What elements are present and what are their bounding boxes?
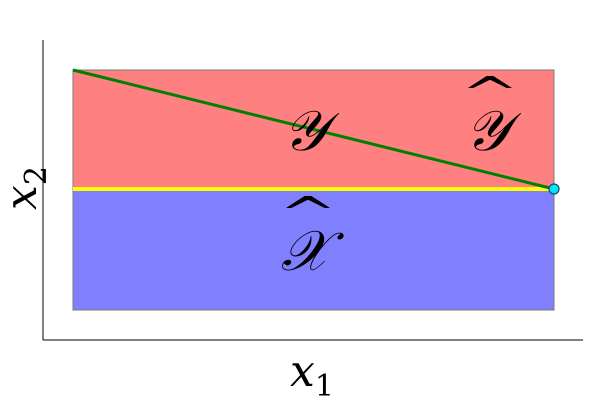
y-axis-label: x2: [0, 166, 54, 210]
x-axis-label-var: x: [290, 346, 315, 397]
y-axis-label-var: x: [0, 185, 47, 210]
y-axis-label-sub: 2: [19, 166, 54, 185]
x-axis-label: x1: [290, 346, 334, 400]
x-axis-label-sub: 1: [315, 369, 334, 400]
hat-accent-y: ^: [461, 68, 520, 119]
green-decreasing-line: [72, 68, 555, 191]
hat-accent-x: ^: [279, 188, 338, 239]
region-x-hat-blue: [73, 190, 554, 310]
endpoint-marker: [548, 183, 560, 195]
